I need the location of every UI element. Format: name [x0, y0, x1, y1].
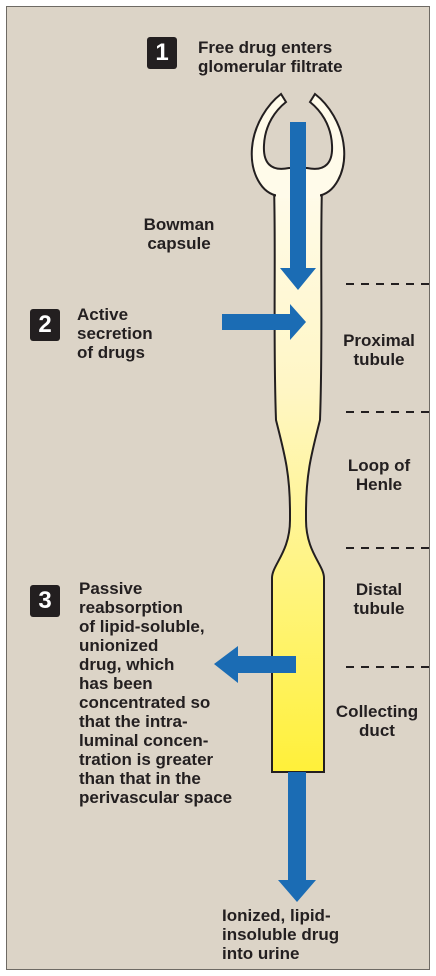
arrow-right-icon — [222, 304, 306, 340]
step-2-badge: 2 — [30, 309, 60, 341]
step-1-badge: 1 — [147, 37, 177, 69]
step-2-label: Active secretion of drugs — [77, 305, 153, 362]
arrow-down-icon — [278, 772, 316, 902]
distal-tubule-label: Distal tubule — [324, 580, 434, 618]
bowman-capsule-label: Bowman capsule — [124, 215, 234, 253]
collecting-duct-label: Collecting duct — [318, 702, 436, 740]
proximal-tubule-label: Proximal tubule — [324, 331, 434, 369]
urine-output-label: Ionized, lipid- insoluble drug into urin… — [222, 906, 339, 963]
step-3-badge: 3 — [30, 585, 60, 617]
step-3-label: Passive reabsorption of lipid-soluble, u… — [79, 579, 232, 807]
loop-of-henle-label: Loop of Henle — [324, 456, 434, 494]
step-1-label: Free drug enters glomerular filtrate — [198, 38, 343, 76]
